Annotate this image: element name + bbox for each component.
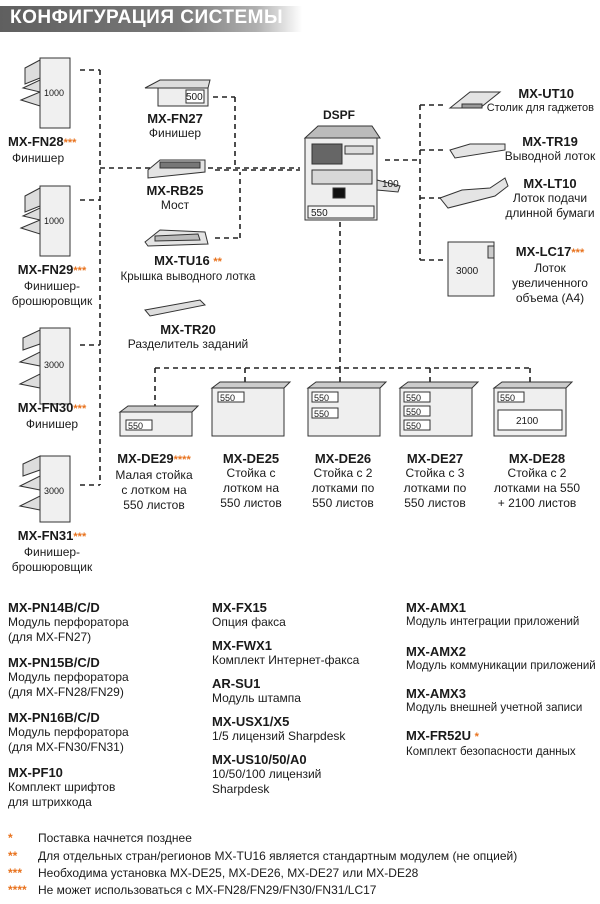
tray-lc17-image (447, 241, 495, 297)
de27-tray1-label: 550 (406, 393, 422, 403)
title-bar: КОНФИГУРАЦИЯ СИСТЕМЫ (0, 0, 600, 34)
lc17-label: MX-LC17*** Лоток увеличенного объема (А4… (512, 244, 588, 305)
finisher-fn27-image (144, 79, 211, 107)
fn28-capacity-label: 1000 (44, 88, 65, 98)
de27-tray2-label: 550 (406, 407, 422, 417)
option-fr52u: MX-FR52U * Комплект безопасности данных (406, 728, 576, 758)
stand-de25-image (210, 381, 292, 437)
rb25-label: MX-RB25 Мост (146, 183, 204, 212)
de25-tray-label: 550 (220, 393, 236, 403)
tu16-label: MX-TU16 ** Крышка выводного лотка (120, 253, 256, 283)
tray-tr19-image (449, 143, 506, 159)
page-title: КОНФИГУРАЦИЯ СИСТЕМЫ (10, 7, 284, 28)
option-su1: AR-SU1 Модуль штампа (212, 676, 301, 705)
de29-label: MX-DE29**** Малая стойка с лотком на 550… (115, 451, 193, 512)
main-unit-image (303, 125, 401, 221)
footnote-3: ***Необходима установка MX-DE25, MX-DE26… (8, 866, 419, 880)
bridge-rb25-image (147, 159, 206, 179)
option-pn16: MX-PN16B/C/D Модуль перфоратора (для MX-… (8, 710, 129, 754)
fn31-capacity-label: 3000 (44, 486, 65, 496)
de28-label: MX-DE28 Стойка с 2 лотками на 550 + 2100… (493, 451, 581, 510)
de27-tray3-label: 550 (406, 421, 422, 431)
fn29-capacity-label: 1000 (44, 216, 65, 226)
footnote-1: *Поставка начнется позднее (8, 831, 192, 845)
option-pf10: MX-PF10 Комплект шрифтов для штрихкода (8, 765, 116, 809)
dspf-label: DSPF (323, 108, 356, 122)
de29-tray-label: 550 (128, 421, 144, 431)
de25-label: MX-DE25 Стойка с лотком на 550 листов (220, 451, 282, 510)
title-background (0, 6, 302, 32)
tray-lt10-image (439, 177, 509, 209)
tray-550-label: 550 (311, 208, 328, 219)
fn30-capacity-label: 3000 (44, 360, 65, 370)
option-fx15: MX-FX15 Опция факса (212, 600, 286, 629)
de27-label: MX-DE27 Стойка с 3 лотками по 550 листов (403, 451, 467, 510)
option-amx2: MX-AMX2 Модуль коммуникации приложений (406, 644, 596, 672)
finisher-fn28-image (19, 57, 71, 129)
finisher-fn30-image (18, 327, 71, 405)
fn27-label: MX-FN27 Финишер (147, 111, 203, 140)
fn31-label: MX-FN31*** Финишер- брошюровщик (11, 528, 93, 574)
fn29-label: MX-FN29*** Финишер- брошюровщик (11, 262, 93, 308)
stand-de29-image (118, 405, 200, 437)
separator-tr20-image (144, 299, 207, 317)
ut10-label: MX-UT10 Столик для гаджетов (486, 86, 594, 114)
option-usx1: MX-USX1/X5 1/5 лицензий Sharpdesk (212, 714, 346, 743)
fn28-label: MX-FN28*** Финишер (8, 134, 77, 165)
tr20-label: MX-TR20 Разделитель заданий (127, 322, 249, 351)
option-us10: MX-US10/50/A0 10/50/100 лицензий Sharpde… (212, 752, 322, 796)
cover-tu16-image (144, 229, 209, 247)
tr19-label: MX-TR19 Выводной лоток (504, 134, 596, 163)
de26-tray1-label: 550 (314, 393, 330, 403)
stand-de28-image (492, 381, 574, 437)
finisher-fn31-image (18, 455, 71, 523)
fn30-label: MX-FN30*** Финишер (17, 400, 87, 431)
option-pn14: MX-PN14B/C/D Модуль перфоратора (для MX-… (8, 600, 129, 644)
footnote-4: ****Не может использоваться с MX-FN28/FN… (8, 883, 377, 897)
footnote-2: **Для отдельных стран/регионов MX-TU16 я… (8, 849, 518, 863)
option-amx3: MX-AMX3 Модуль внешней учетной записи (406, 686, 583, 714)
de26-label: MX-DE26 Стойка с 2 лотками по 550 листов (311, 451, 375, 510)
stand-de26-image (306, 381, 388, 437)
de26-tray2-label: 550 (314, 409, 330, 419)
fn27-capacity-label: 500 (186, 92, 203, 103)
de28-tray2-label: 2100 (516, 416, 539, 427)
finisher-fn29-image (19, 185, 71, 257)
option-amx1: MX-AMX1 Модуль интеграции приложений (406, 600, 580, 628)
de28-tray1-label: 550 (500, 393, 516, 403)
lc17-capacity-label: 3000 (456, 266, 479, 277)
option-fwx1: MX-FWX1 Комплект Интернет-факса (212, 638, 360, 667)
tray-100-label: 100 (382, 179, 399, 190)
stand-de27-image (398, 381, 480, 437)
table-ut10-image (448, 91, 502, 109)
option-pn15: MX-PN15B/C/D Модуль перфоратора (для MX-… (8, 655, 129, 699)
lt10-label: MX-LT10 Лоток подачи длинной бумаги (505, 176, 595, 220)
